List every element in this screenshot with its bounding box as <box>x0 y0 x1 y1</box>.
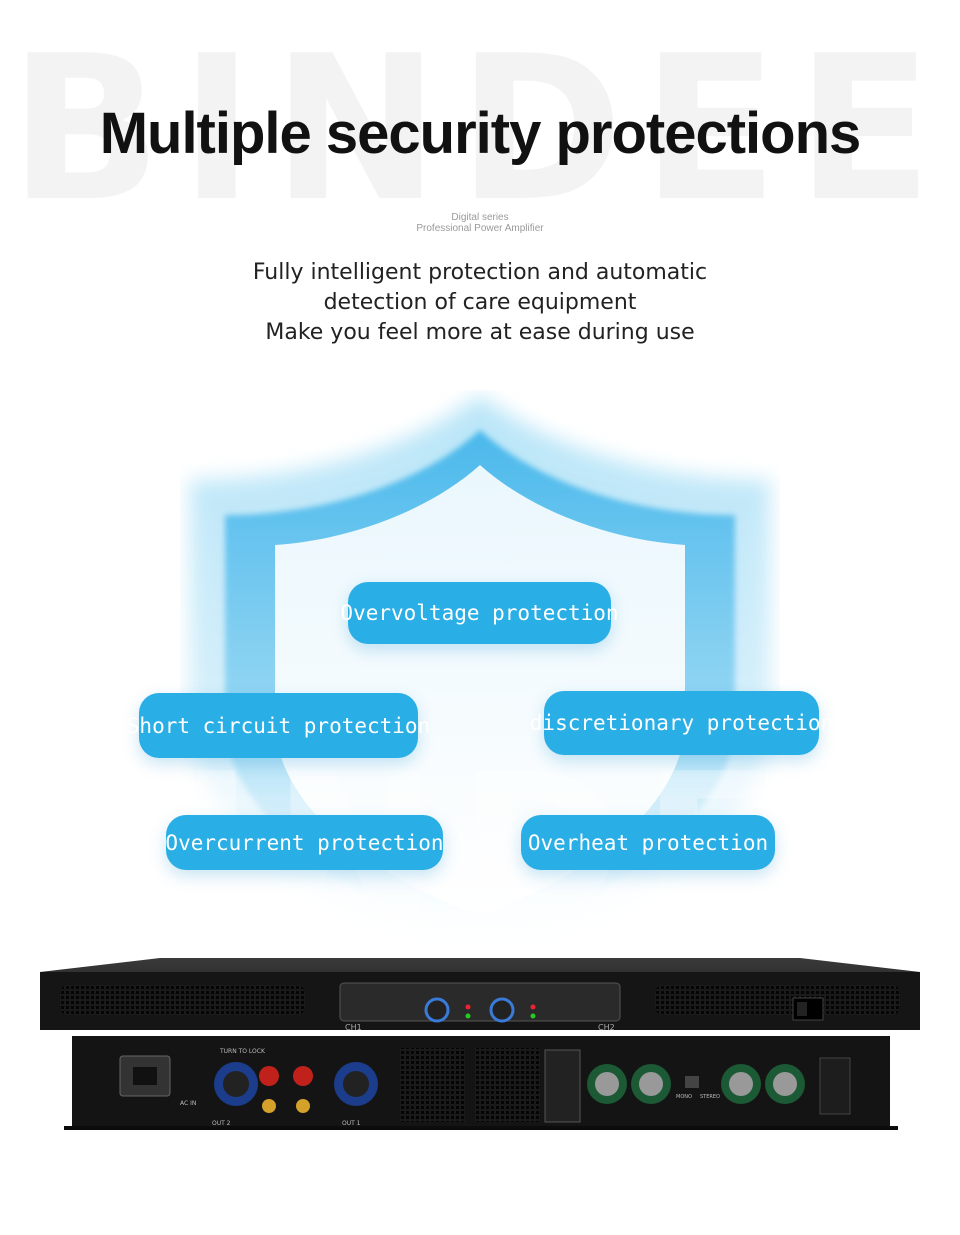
mono-label: MONO <box>676 1094 692 1100</box>
stereo-label: STEREO <box>700 1094 720 1100</box>
ch1-label: CH1 <box>345 1023 362 1032</box>
series-name: Digital series <box>451 212 509 223</box>
out1-label: OUT 1 <box>342 1120 361 1127</box>
out2-label: OUT 2 <box>212 1120 231 1127</box>
ch2-label: CH2 <box>598 1023 615 1032</box>
brand-watermark-middle: BINDEE <box>9 731 951 964</box>
turn-to-lock-label: TURN TO LOCK <box>219 1048 266 1055</box>
page-title: Multiple security protections <box>99 101 862 166</box>
intro-line-2: detection of care equipment <box>323 290 637 315</box>
intro-line-3: Make you feel more at ease during use <box>265 320 695 345</box>
series-subtitle: Professional Power Amplifier <box>416 223 544 234</box>
ac-in-label: AC IN <box>180 1100 196 1107</box>
short-circuit-protection-badge: Short circuit protection <box>127 693 430 758</box>
series-caption: Digital series Professional Power Amplif… <box>0 212 960 234</box>
intro-text: Fully intelligent protection and automat… <box>0 258 960 348</box>
overcurrent-protection-badge: Overcurrent protection <box>165 815 444 870</box>
brand-watermark-top: BINDEE <box>9 13 951 246</box>
overheat-protection-badge: Overheat protection <box>521 815 775 870</box>
power-amplifier-image: CH1 CH2 AC IN OUT 2 OUT 1 TURN TO LOCK M… <box>40 958 920 1130</box>
overvoltage-protection-badge: Overvoltage protection <box>340 582 619 644</box>
discretionary-protection-badge: discretionary protection <box>530 691 833 755</box>
intro-line-1: Fully intelligent protection and automat… <box>252 260 708 285</box>
